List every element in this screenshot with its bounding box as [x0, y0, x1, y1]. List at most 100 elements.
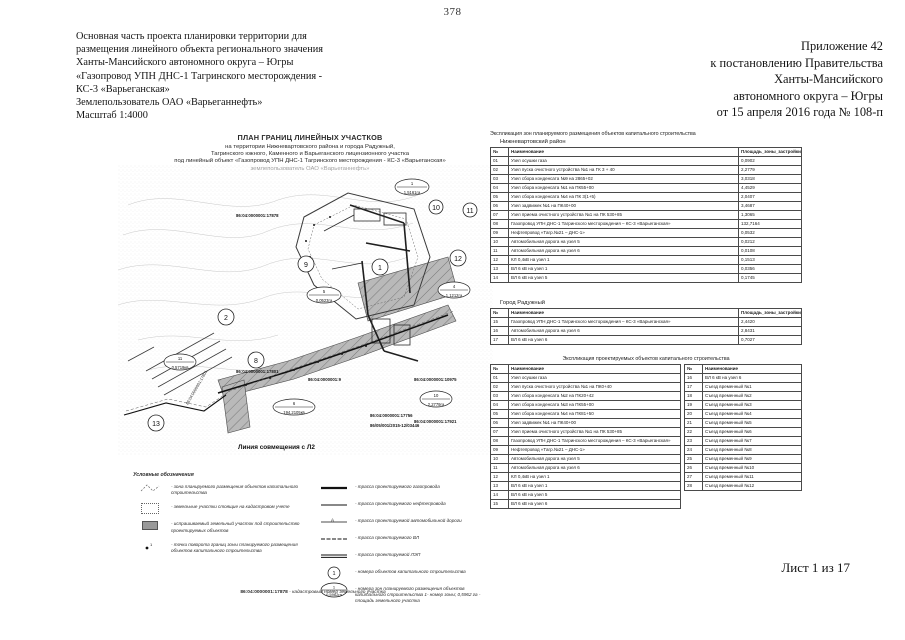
map-title: ПЛАН ГРАНИЦ ЛИНЕЙНЫХ УЧАСТКОВ	[237, 133, 383, 142]
cell-number: 19	[684, 400, 703, 410]
explication-zones-block: Экспликация зон планируемого размещения …	[490, 131, 802, 283]
cell-name: Узел сбора конденсата №4 на ПК 3(1+5)	[508, 192, 739, 202]
cell-number: 12	[490, 472, 509, 482]
decree-line-2: Ханты-Мансийского	[774, 72, 883, 87]
legend-item-label: - трасса проектируемого газопровода	[355, 484, 440, 489]
cell-number: 05	[490, 192, 509, 202]
svg-text:86:04:0000001:9: 86:04:0000001:9	[308, 377, 342, 382]
legend-item-label: - точки поворота границ зоны планируемог…	[171, 541, 298, 554]
svg-text:9: 9	[304, 262, 308, 269]
legend-item: - земельные участки стоящие на кадастров…	[133, 502, 303, 514]
cell-area: 0,0212	[738, 237, 802, 247]
map-subtitle-2: Тагринского южного, Каменного и Варьеган…	[210, 150, 410, 157]
cell-number: 17	[490, 335, 509, 345]
header-left-line-5: КС-3 «Варьеганская»	[76, 83, 170, 95]
legend-item: - трасса проектируемой ЛЭП	[317, 551, 487, 561]
cell-area: 2,8431	[738, 326, 802, 336]
svg-text:6: 6	[293, 401, 296, 406]
table1-caption: Экспликация зон планируемого размещения …	[490, 131, 696, 137]
cell-number: 02	[490, 165, 509, 175]
svg-text:86/05/001/2015-12/03446: 86/05/001/2015-12/03446	[370, 423, 420, 428]
cell-number: 11	[490, 246, 509, 256]
cell-area: 132,7164	[738, 219, 802, 229]
col-name: Наименование	[508, 147, 739, 157]
cell-name: Съезд временный №12	[702, 481, 802, 491]
legend-item: 1 - номера объектов капитального строите…	[317, 566, 487, 580]
cell-number: 08	[490, 219, 509, 229]
cadastral-number-legend: 86:04:0000001:17878 - кадастровый номер …	[133, 590, 493, 595]
svg-text:1: 1	[378, 265, 382, 272]
table-explication-zones-nv[interactable]: № Наименование Площадь_зоны_застройки_га…	[490, 147, 802, 283]
table-explication-zones-raduzhny[interactable]: № Наименование Площадь_зоны_застройки_га…	[490, 308, 802, 345]
cell-number: 04	[490, 183, 509, 193]
cell-number: 14	[490, 490, 509, 500]
cell-name: Съезд временный №2	[702, 391, 802, 401]
col-name: Наименование	[508, 364, 681, 374]
svg-text:86:04:0000001:17878: 86:04:0000001:17878	[236, 213, 279, 218]
svg-text:12: 12	[454, 256, 462, 263]
cell-number: 02	[490, 382, 509, 392]
cell-name: КЛ 0,4кВ на узел 1	[508, 472, 681, 482]
cell-number: 06	[490, 201, 509, 211]
cell-name: КЛ 0,4кВ на узел 1	[508, 255, 739, 265]
cell-number: 23	[684, 436, 703, 446]
cell-number: 13	[490, 481, 509, 491]
cell-number: 05	[490, 409, 509, 419]
svg-text:Линия совмещения с Л2: Линия совмещения с Л2	[238, 444, 315, 451]
legend-item-label: - испрашиваемый земельный участок под ст…	[171, 521, 300, 533]
map-subtitle-3: под линейный объект «Газопровод УПН ДНС-…	[174, 158, 446, 165]
legend-title: Условные обозначения	[133, 472, 194, 478]
cell-name: Съезд временный №10	[702, 463, 802, 473]
svg-text:1: 1	[411, 181, 414, 186]
svg-text:1: 1	[150, 542, 153, 547]
